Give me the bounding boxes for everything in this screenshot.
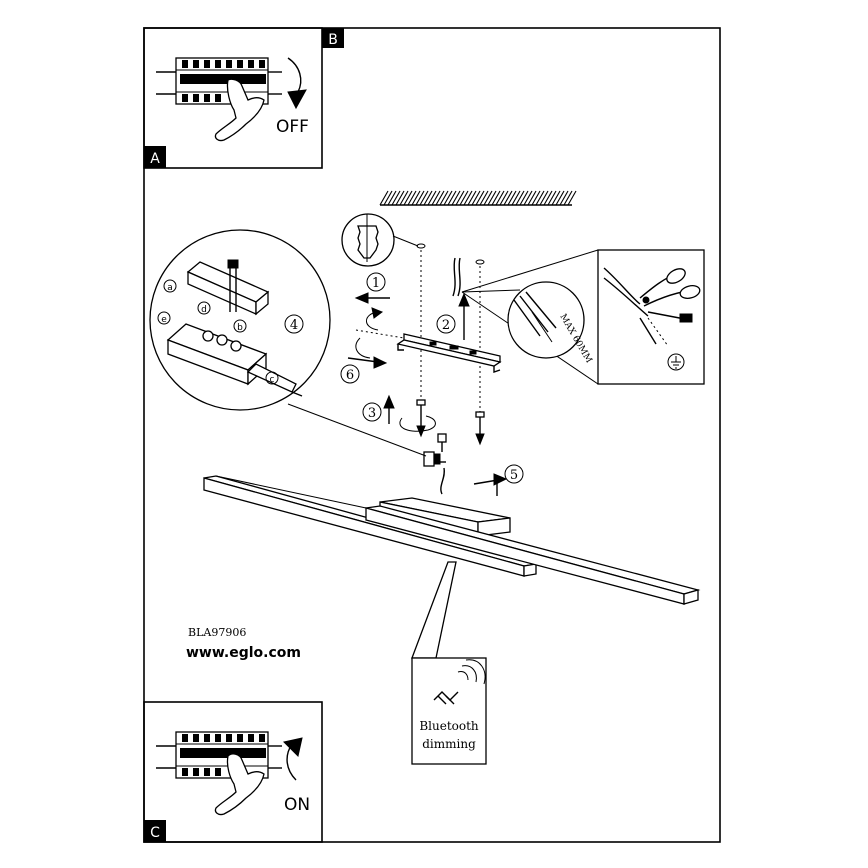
- term-d-marker: [197, 301, 211, 315]
- pliers-icon: [639, 268, 701, 307]
- term-b-marker: [233, 319, 247, 333]
- model-number: BLA97906: [188, 626, 246, 639]
- term-d-label: d: [201, 305, 207, 315]
- term-a-marker: [163, 279, 177, 293]
- corner-a-label: A: [150, 151, 160, 167]
- panel-off: B A OFF: [143, 27, 344, 169]
- off-label: OFF: [276, 117, 309, 137]
- screw-icon: [416, 399, 426, 438]
- hand-icon: [214, 78, 265, 142]
- pliers-panel: [597, 249, 705, 385]
- on-label: ON: [284, 795, 310, 815]
- step-3-label: 3: [368, 406, 376, 421]
- hand-icon-on: [214, 753, 265, 816]
- step-2: 2: [436, 292, 470, 340]
- wiring-callout: a e d b c 4: [149, 229, 331, 411]
- step-6-label: 6: [346, 368, 354, 383]
- drill-hole-left: [416, 243, 426, 249]
- step-1: 1: [354, 272, 390, 331]
- step-5-label: 5: [510, 468, 518, 483]
- step-1-label: 1: [372, 276, 380, 291]
- term-a-label: a: [167, 283, 173, 293]
- rotate-arrow-step3: [399, 415, 436, 432]
- lamp-body: [203, 475, 701, 605]
- wall-plug-icon: [357, 225, 379, 259]
- corner-b-label: B: [328, 32, 338, 48]
- bluetooth-icon: [433, 691, 459, 705]
- panel-on-border: [143, 701, 323, 843]
- bluetooth-callout: Bluetooth dimming: [411, 561, 487, 765]
- signal-waves-icon: [457, 659, 486, 685]
- website-url: www.eglo.com: [186, 645, 301, 661]
- wall-plug-callout: [341, 213, 419, 267]
- bluetooth-line-2: dimming: [422, 737, 476, 751]
- panel-off-border: [143, 27, 323, 169]
- step-3: 3: [362, 394, 485, 446]
- panel-on: C ON: [143, 701, 323, 843]
- lamp-bar-2-side: [365, 507, 685, 605]
- drill-hole-right: [475, 259, 485, 265]
- callout-pointer-4: [287, 403, 427, 457]
- bluetooth-box: [411, 657, 487, 765]
- lamp-bar-2-top: [365, 505, 701, 595]
- step-4-label: 4: [290, 318, 298, 333]
- terminal-connector: [423, 433, 447, 495]
- ceiling-hatch: [379, 190, 577, 206]
- rotate-arrow-icon: [287, 57, 302, 93]
- mounting-bracket: [355, 329, 502, 373]
- rotate-arrow-step6: [355, 337, 371, 359]
- screw-icon-right: [475, 411, 485, 446]
- term-e-label: e: [161, 315, 167, 325]
- step-2-label: 2: [442, 318, 450, 333]
- mains-cable-2: [457, 257, 461, 297]
- ground-icon: [667, 353, 685, 371]
- lamp-bar-2-end: [683, 589, 699, 605]
- rotate-arrow-head-on: [283, 737, 303, 757]
- wire-strip-circle: [507, 281, 585, 359]
- term-c-label: c: [270, 375, 275, 385]
- mains-cable: [452, 257, 456, 297]
- diagram-frame: [143, 27, 721, 843]
- term-b-label: b: [237, 323, 243, 333]
- lamp-bar-1-end: [523, 563, 537, 577]
- corner-b-box: [322, 28, 344, 48]
- corner-c-box: [144, 820, 166, 842]
- breaker-switch-icon: [156, 57, 282, 105]
- step-6: 6: [340, 337, 388, 384]
- bluetooth-line-1: Bluetooth: [419, 719, 479, 733]
- step-4-marker: [284, 314, 304, 334]
- pointer-pliers: [461, 249, 599, 293]
- rotate-arrow-head: [287, 89, 307, 110]
- step-5: 5: [473, 464, 524, 496]
- term-c-marker: [265, 371, 279, 385]
- breaker-switch-icon-on: [156, 731, 282, 779]
- pointer-wire-strip: [461, 289, 521, 293]
- term-e-marker: [157, 311, 171, 325]
- bluetooth-callout-pointer: [411, 561, 457, 659]
- corner-a-box: [144, 146, 166, 168]
- corner-c-label: C: [150, 825, 160, 841]
